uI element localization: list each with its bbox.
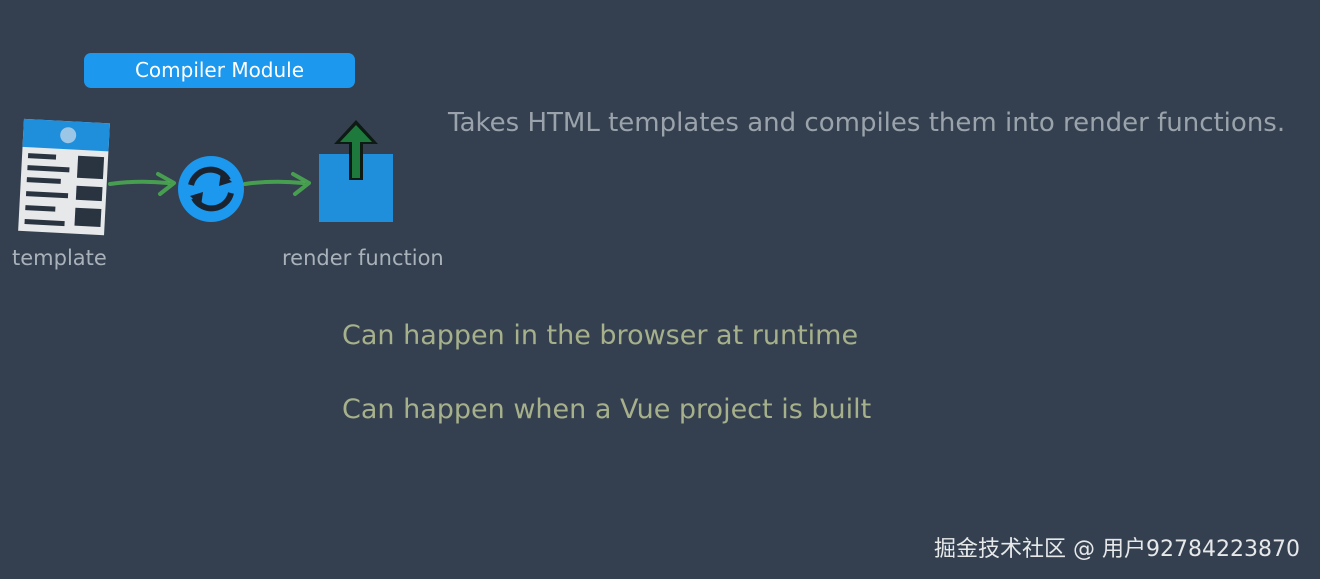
flow-arrow-icon [108, 170, 180, 204]
sync-icon [176, 154, 246, 228]
bullet-point: Can happen in the browser at runtime [342, 320, 859, 351]
module-description: Takes HTML templates and compiles them i… [448, 108, 1286, 138]
watermark: 掘金技术社区 @ 用户92784223870 [934, 537, 1300, 562]
render-function-icon [316, 118, 396, 228]
template-label: template [12, 246, 107, 270]
bullet-point: Can happen when a Vue project is built [342, 394, 872, 425]
template-document-icon [15, 117, 111, 241]
flow-arrow-icon [243, 170, 315, 204]
compiler-module-badge: Compiler Module [84, 53, 355, 88]
render-function-label: render function [282, 246, 444, 270]
